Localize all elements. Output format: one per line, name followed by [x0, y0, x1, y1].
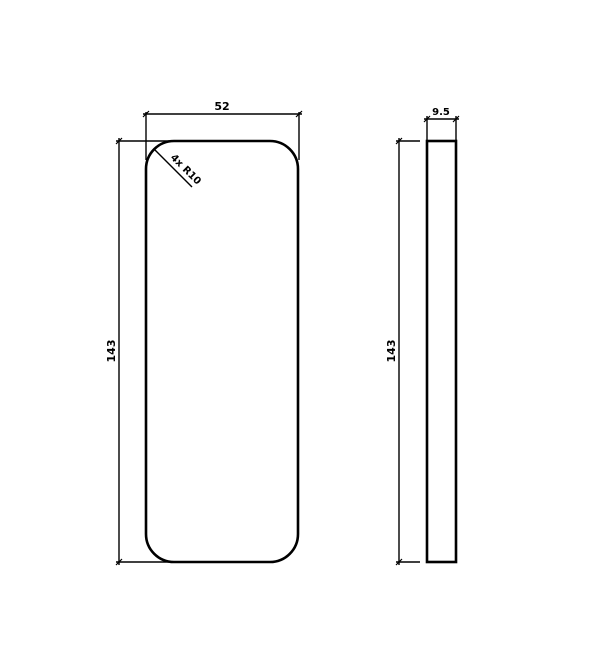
radius-callout: 4x R10 [154, 149, 203, 188]
side-height-dimension: 143 [385, 137, 420, 566]
front-height-dimension-label: 143 [105, 340, 118, 363]
front-height-dimension: 143 [105, 137, 176, 566]
side-view-outline [425, 139, 458, 564]
side-height-dimension-label: 143 [385, 340, 398, 363]
width-dimension-label: 52 [214, 100, 229, 113]
thickness-dimension: 9.5 [423, 107, 460, 141]
thickness-dimension-label: 9.5 [432, 107, 450, 118]
radius-callout-label: 4x R10 [168, 152, 203, 187]
front-view: 52 143 4x R10 [105, 100, 303, 566]
width-dimension: 52 [142, 100, 303, 160]
front-view-outline [144, 139, 300, 564]
side-view: 9.5 143 [385, 107, 460, 566]
